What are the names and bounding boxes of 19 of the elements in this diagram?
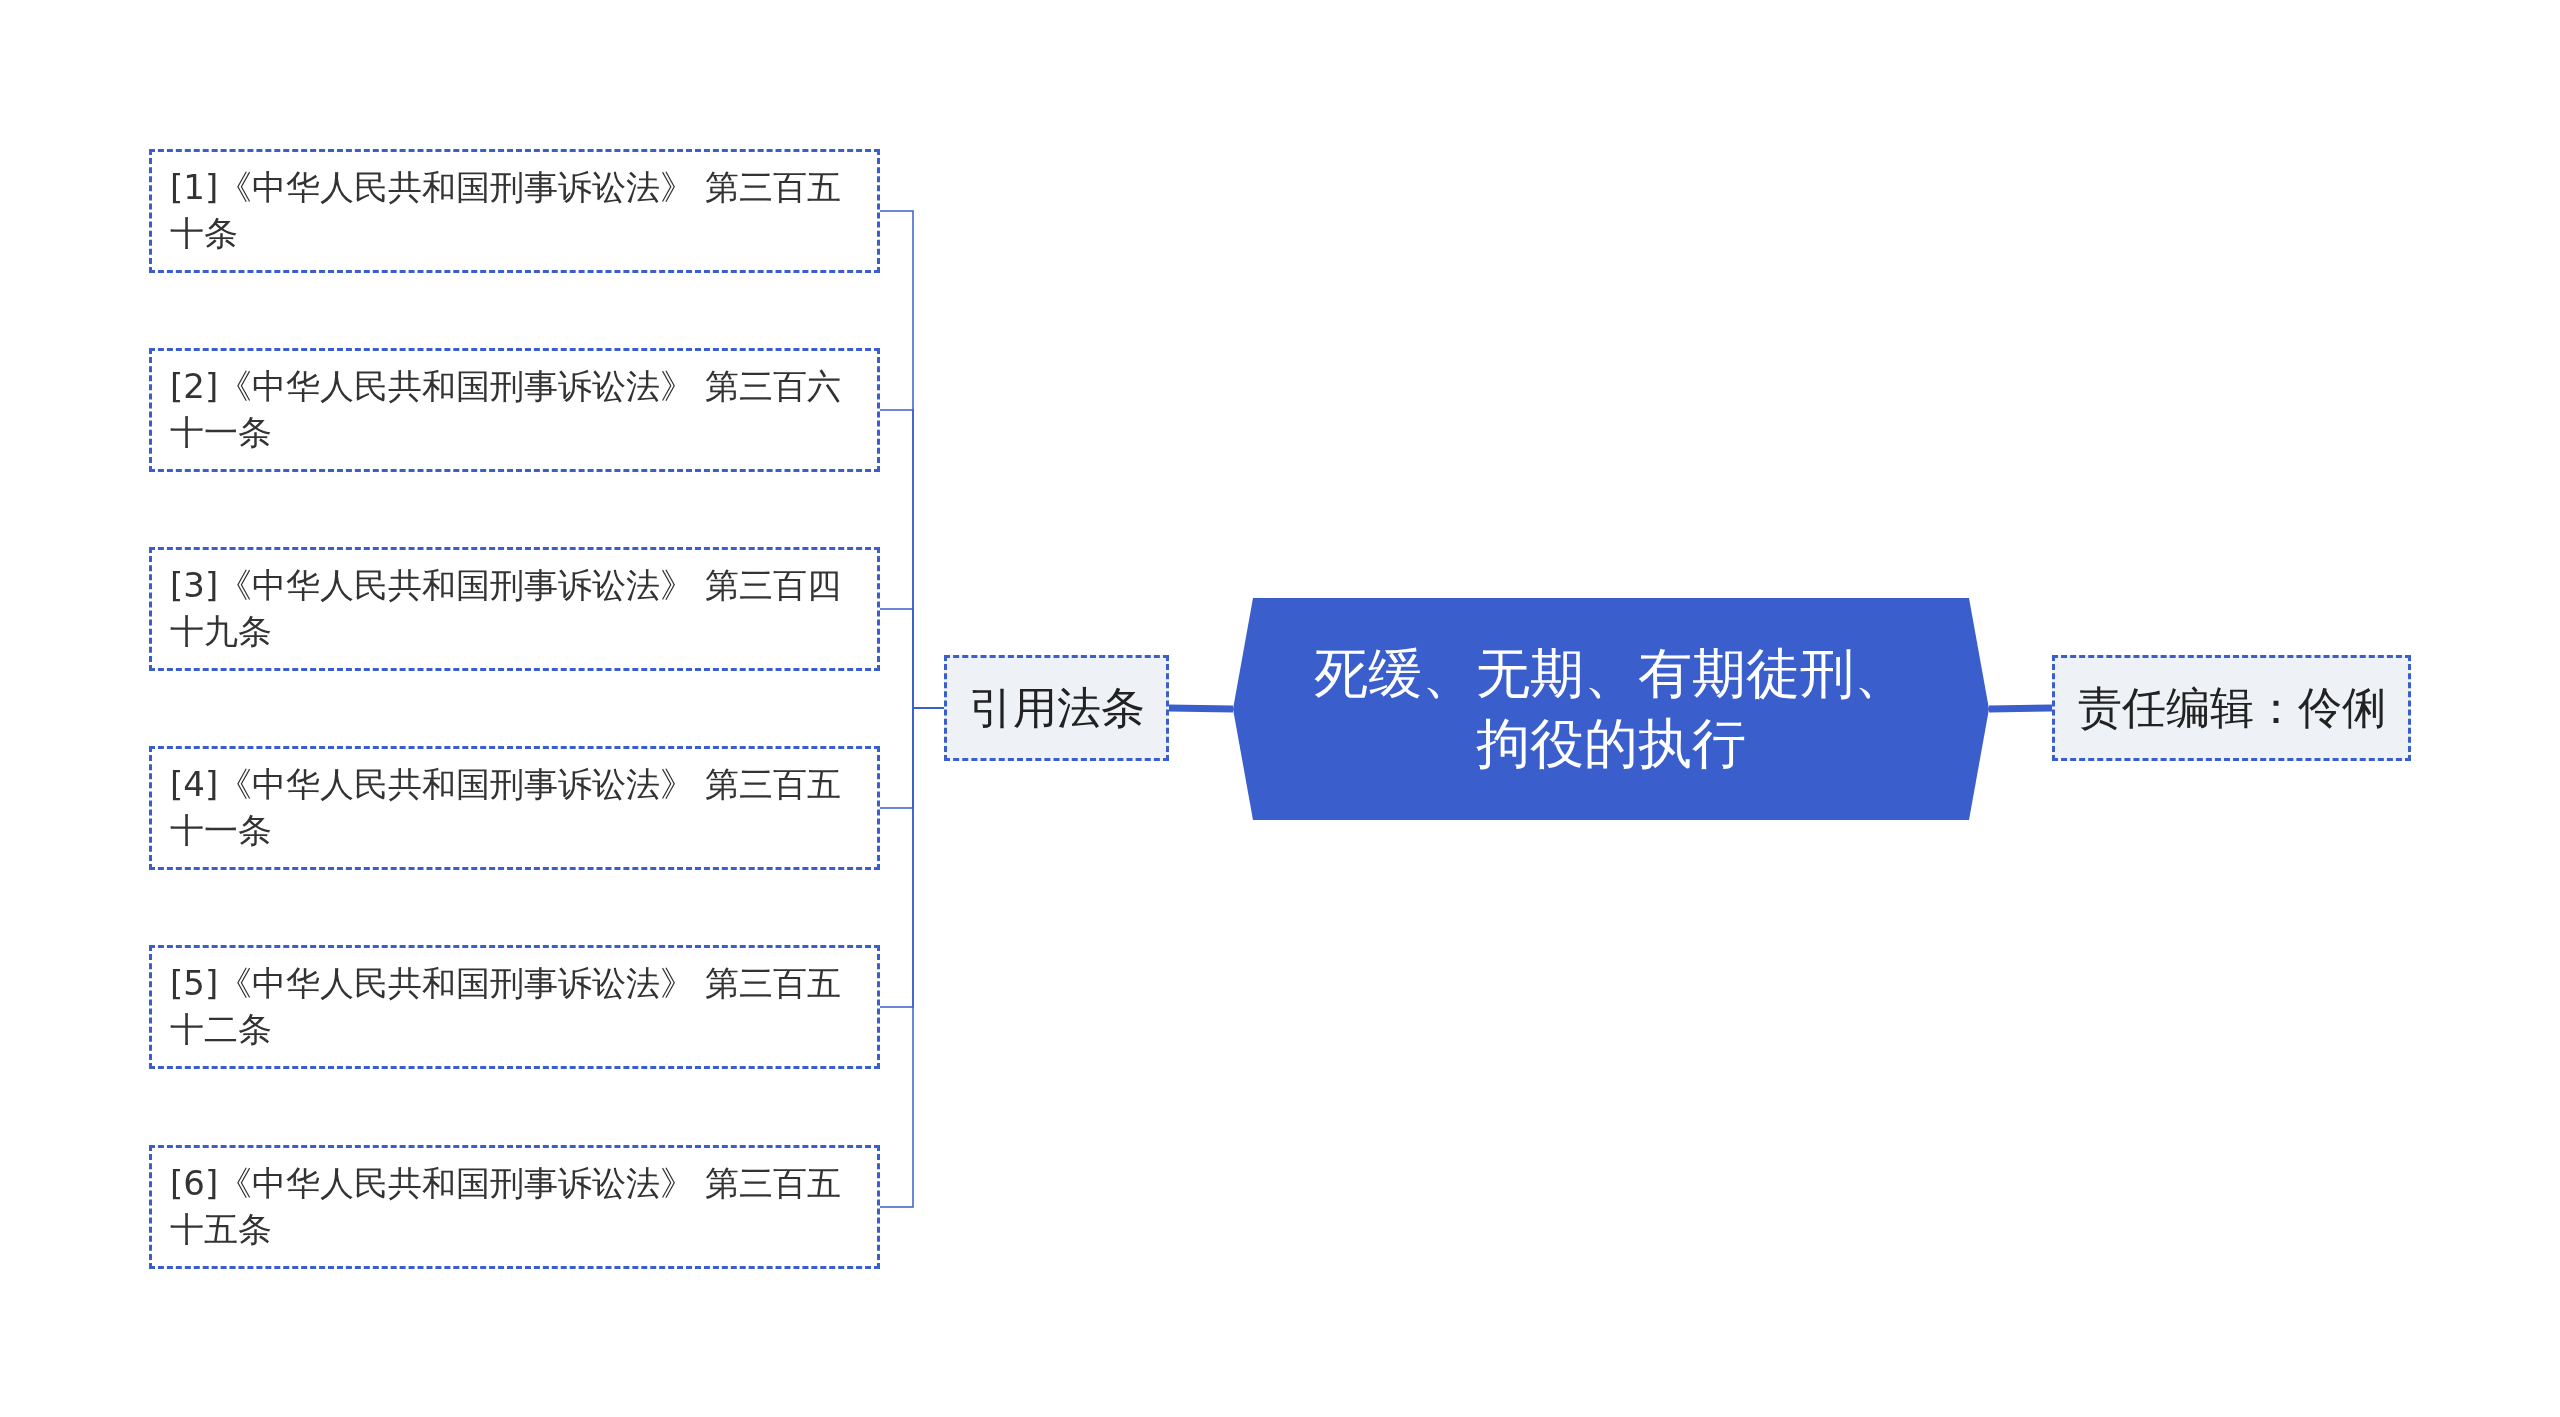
node-text: [4]《中华人民共和国刑事诉讼法》 第三百五十一条 [170,763,842,852]
citation-box [149,149,880,273]
connector-line [1168,704,1234,713]
citation-box [149,547,880,671]
node-text: [2]《中华人民共和国刑事诉讼法》 第三百六十一条 [170,365,842,454]
citation-box [149,746,880,870]
node-text: [6]《中华人民共和国刑事诉讼法》 第三百五十五条 [170,1162,842,1251]
citation-box [149,945,880,1069]
node-text: [5]《中华人民共和国刑事诉讼法》 第三百五十二条 [170,962,842,1051]
node-text: 引用法条 [968,680,1145,735]
citation-box [149,1145,880,1269]
node-text: [1]《中华人民共和国刑事诉讼法》 第三百五十条 [170,166,842,255]
branch-box [2052,655,2411,761]
connector-line [1988,704,2053,713]
citation-box [149,348,880,472]
node-text: 死缓、无期、有期徒刑、拘役的执行 [1313,640,1909,777]
branch-box [944,655,1169,761]
node-text: [3]《中华人民共和国刑事诉讼法》 第三百四十九条 [170,564,842,653]
node-text: 责任编辑：伶俐 [2077,680,2386,735]
